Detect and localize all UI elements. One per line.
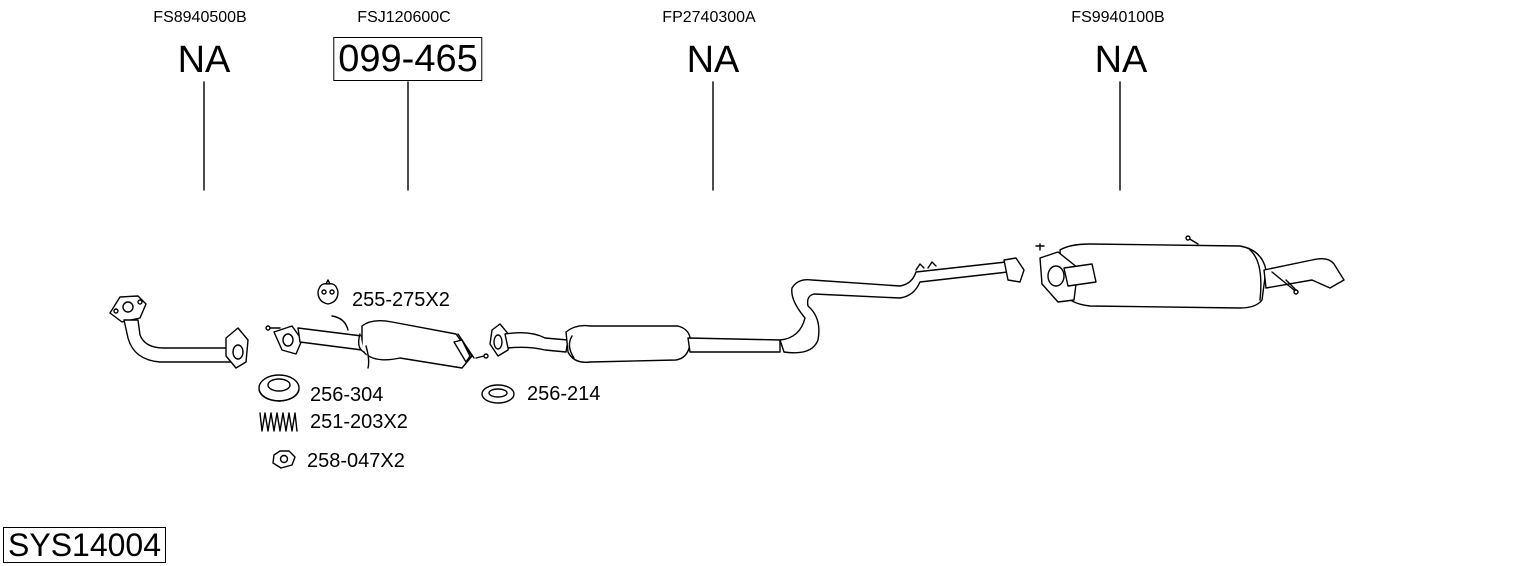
hardware-label-gasket-ring: 256-304 — [310, 384, 384, 406]
part-code-catalytic-converter[interactable]: 099-465 — [333, 37, 483, 81]
catalytic-converter-icon — [265, 315, 489, 369]
part-code-rear-silencer: NA — [1094, 39, 1148, 81]
hardware-label-rubber-hanger: 255-275X2 — [352, 289, 450, 311]
hex-nut-icon — [272, 450, 296, 469]
oe-number-catalytic-converter: FSJ120600C — [357, 9, 451, 26]
oe-number-rear-silencer: FS9940100B — [1071, 9, 1165, 26]
flat-gasket-icon — [481, 384, 515, 404]
leader-lines — [203, 81, 1121, 191]
hardware-label-spring: 251-203X2 — [310, 411, 408, 433]
spring-icon — [259, 412, 298, 432]
hardware-label-hex-nut: 258-047X2 — [307, 450, 405, 472]
part-code-center-silencer: NA — [686, 39, 740, 81]
rubber-hanger-icon — [317, 279, 339, 305]
rear-silencer-icon — [1035, 235, 1345, 309]
system-id: SYS14004 — [3, 527, 167, 563]
gasket-ring-icon — [258, 374, 300, 402]
part-code-front-pipe: NA — [177, 39, 231, 81]
hardware-label-flat-gasket: 256-214 — [527, 383, 601, 405]
front-pipe-icon — [109, 295, 249, 369]
oe-number-front-pipe: FS8940500B — [153, 9, 247, 26]
center-silencer-icon — [489, 257, 1025, 363]
oe-number-center-silencer: FP2740300A — [662, 9, 756, 26]
